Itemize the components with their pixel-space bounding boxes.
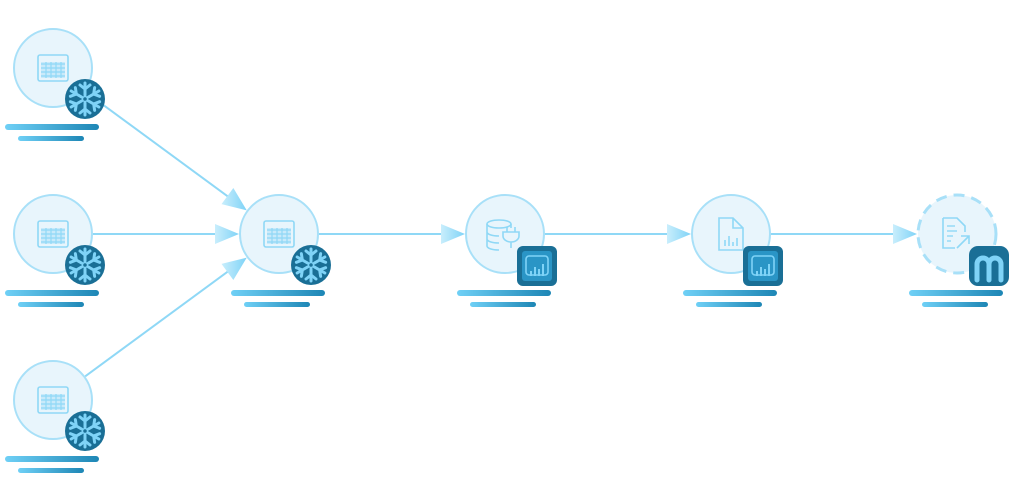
node-joined-table[interactable]: [231, 194, 331, 307]
node-title-placeholder: [5, 456, 99, 462]
snowflake-icon: [65, 245, 105, 285]
node-source-table-1[interactable]: [5, 28, 105, 141]
edge-line: [84, 262, 240, 378]
node-subtitle-placeholder: [18, 302, 84, 307]
table-icon: [263, 220, 295, 248]
node-report[interactable]: [683, 194, 783, 307]
node-title-placeholder: [909, 290, 1003, 296]
edge-dataset-connection-to-report: [545, 224, 691, 244]
node-exposure[interactable]: [909, 193, 1009, 307]
arrowhead-icon: [221, 188, 247, 211]
node-source-table-2[interactable]: [5, 194, 105, 307]
edge-line: [84, 90, 240, 206]
arrowhead-icon: [441, 224, 465, 244]
node-subtitle-placeholder: [244, 302, 310, 307]
node-title-placeholder: [231, 290, 325, 296]
metabase-icon: [969, 246, 1009, 286]
node-source-table-3[interactable]: [5, 360, 105, 473]
node-subtitle-placeholder: [18, 468, 84, 473]
document-share-icon: [942, 217, 970, 249]
edge-report-to-exposure: [771, 224, 917, 244]
node-title-placeholder: [457, 290, 551, 296]
snowflake-icon: [65, 411, 105, 451]
edge-source-table-1-to-joined-table: [84, 90, 247, 211]
node-subtitle-placeholder: [18, 136, 84, 141]
edge-source-table-2-to-joined-table: [93, 224, 239, 244]
report-chart-icon: [718, 217, 744, 251]
arrowhead-icon: [667, 224, 691, 244]
snowflake-icon: [65, 79, 105, 119]
edges: [84, 90, 917, 378]
node-subtitle-placeholder: [696, 302, 762, 307]
table-icon: [37, 54, 69, 82]
node-title-placeholder: [5, 290, 99, 296]
edge-joined-table-to-dataset-connection: [319, 224, 465, 244]
node-subtitle-placeholder: [922, 302, 988, 307]
table-icon: [37, 220, 69, 248]
edge-source-table-3-to-joined-table: [84, 257, 247, 378]
snowflake-icon: [291, 245, 331, 285]
table-icon: [37, 386, 69, 414]
arrowhead-icon: [221, 257, 247, 280]
node-subtitle-placeholder: [470, 302, 536, 307]
powerbi-icon: [517, 246, 557, 286]
arrowhead-icon: [893, 224, 917, 244]
database-plug-icon: [486, 219, 520, 251]
node-title-placeholder: [5, 124, 99, 130]
nodes: [5, 28, 1009, 473]
powerbi-icon: [743, 246, 783, 286]
node-title-placeholder: [683, 290, 777, 296]
node-dataset-connection[interactable]: [457, 194, 557, 307]
arrowhead-icon: [215, 224, 239, 244]
